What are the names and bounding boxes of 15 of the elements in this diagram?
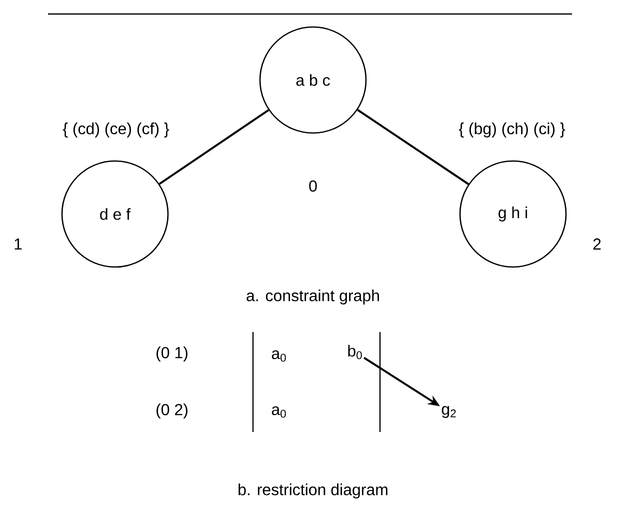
symbol: a$_{0}$: [272, 350, 286, 362]
symbol: g$_{2}$: [442, 406, 456, 418]
row-label: (0 1): [156, 346, 188, 362]
connector-line: [357, 109, 469, 185]
edge-label: { (bg) (ch) (ci) }: [458, 122, 566, 138]
node-number: 1: [14, 238, 22, 250]
caption: b. restriction diagram: [238, 484, 388, 498]
caption: a. constraint graph: [246, 290, 379, 304]
node-number: 0: [309, 180, 317, 192]
row-label: (0 2): [156, 404, 188, 418]
node-number: 2: [593, 238, 601, 250]
symbol: b$_{0}$: [348, 344, 362, 360]
edge-label: { (cd) (ce) (cf) }: [62, 122, 170, 138]
connector-line: [158, 109, 270, 185]
symbol: a$_{0}$: [272, 406, 286, 418]
